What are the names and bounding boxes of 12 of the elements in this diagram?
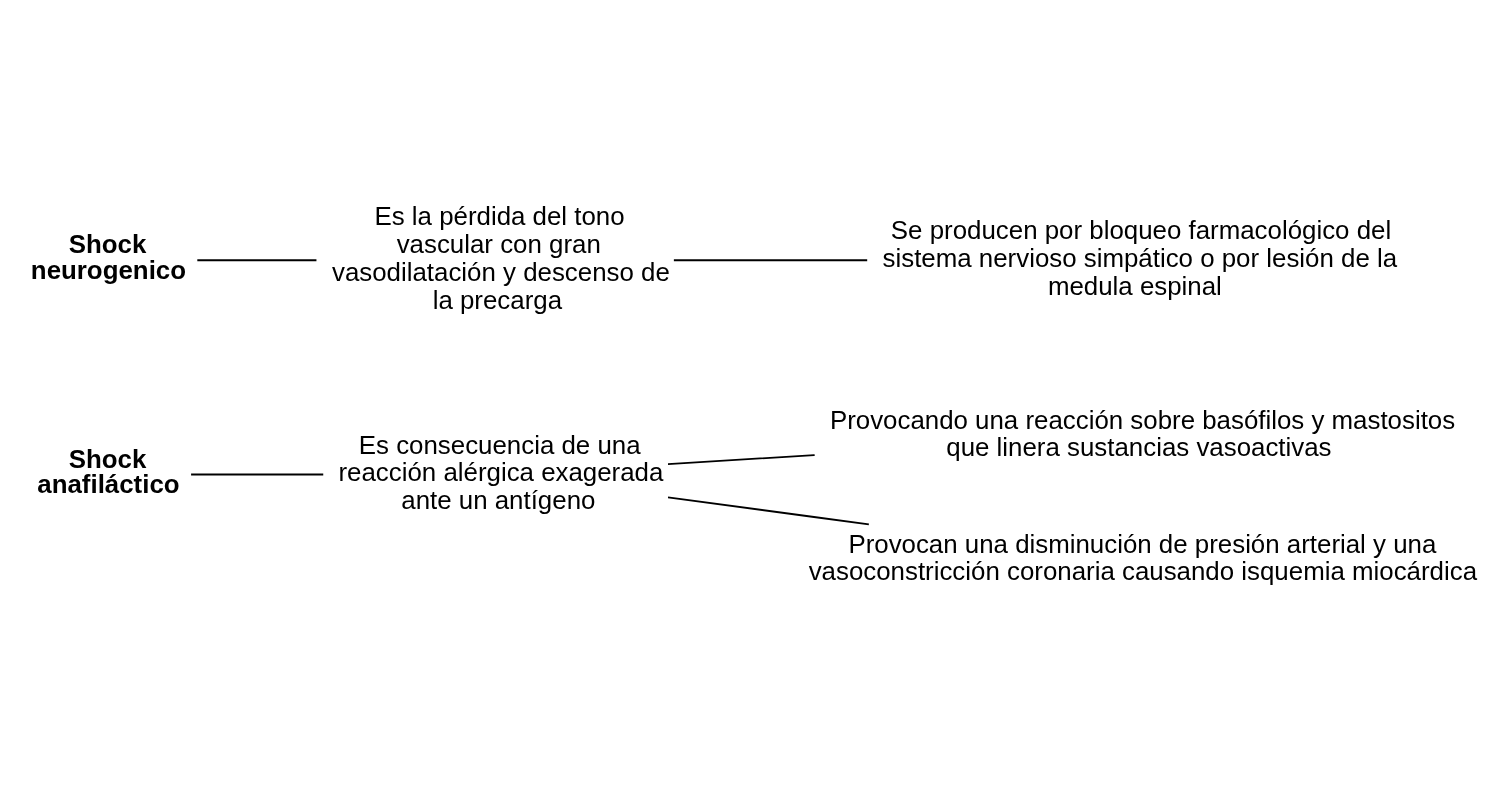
node-text: Shock neurogenico: [30, 229, 187, 284]
node-text: Provocan una disminución de presión arterial y una vasoconstricción coronaria causando isquemia miocárdica: [808, 528, 1478, 585]
connector: [667, 496, 870, 525]
connector: [196, 258, 318, 261]
connector: [667, 453, 816, 465]
node-text: Shock anafiláctico: [37, 444, 180, 498]
node-text: Se producen por bloqueo farmacológico del sistema nervioso simpático o por lesión de la medula espinal: [882, 215, 1398, 300]
connector: [190, 473, 325, 475]
node-text: Es la pérdida del tono vascular con gran vasodilatación y descenso de la precarga: [332, 201, 670, 314]
connector: [672, 258, 869, 261]
node-text: Provocando una reacción sobre basófilos y mastositos que linera sustancias vasoactivas: [829, 405, 1456, 461]
node-text: Es consecuencia de una reacción alérgica exagerada ante un antígeno: [338, 430, 664, 514]
